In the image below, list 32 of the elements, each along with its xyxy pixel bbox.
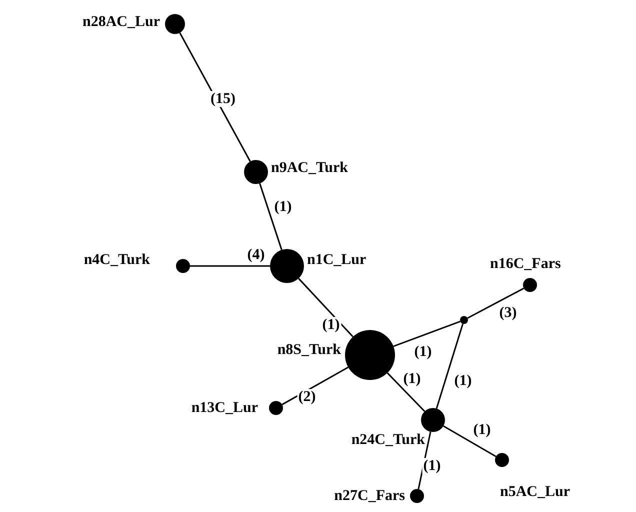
mutation-count: (1) <box>422 458 442 474</box>
mutation-count: (1) <box>453 373 473 389</box>
network-link <box>179 32 251 162</box>
haplotype-label: n1C_Lur <box>307 251 366 269</box>
network-link <box>393 320 461 347</box>
network-link <box>190 265 270 267</box>
haplotype-label: n4C_Turk <box>84 251 150 269</box>
haplotype-label: n16C_Fars <box>490 255 561 273</box>
network-link <box>259 183 282 250</box>
haplotype-label: n9AC_Turk <box>271 159 348 177</box>
mutation-count: (1) <box>402 371 422 387</box>
mutation-count: (15) <box>210 91 236 107</box>
network-link <box>386 372 426 412</box>
mutation-count: (1) <box>472 422 492 438</box>
haplotype-label: n24C_Turk <box>351 431 425 449</box>
haplotype-label: n27C_Fars <box>334 487 405 505</box>
mutation-count: (2) <box>297 389 317 405</box>
network-link <box>436 324 464 409</box>
haplotype-label: n8S_Turk <box>277 341 341 359</box>
haplotype-label: n5AC_Lur <box>500 483 570 501</box>
network-link <box>467 288 524 319</box>
network-link <box>443 425 496 458</box>
network-link <box>282 366 349 406</box>
network-link <box>298 278 354 338</box>
haplotype-label: n28AC_Lur <box>82 13 160 31</box>
mutation-count: (1) <box>273 199 293 215</box>
haplotype-label: n13C_Lur <box>191 399 258 417</box>
mutation-count: (4) <box>246 247 266 263</box>
mutation-count: (3) <box>498 305 518 321</box>
network-link <box>418 432 432 490</box>
mutation-count: (1) <box>321 317 341 333</box>
mutation-count: (1) <box>413 344 433 360</box>
